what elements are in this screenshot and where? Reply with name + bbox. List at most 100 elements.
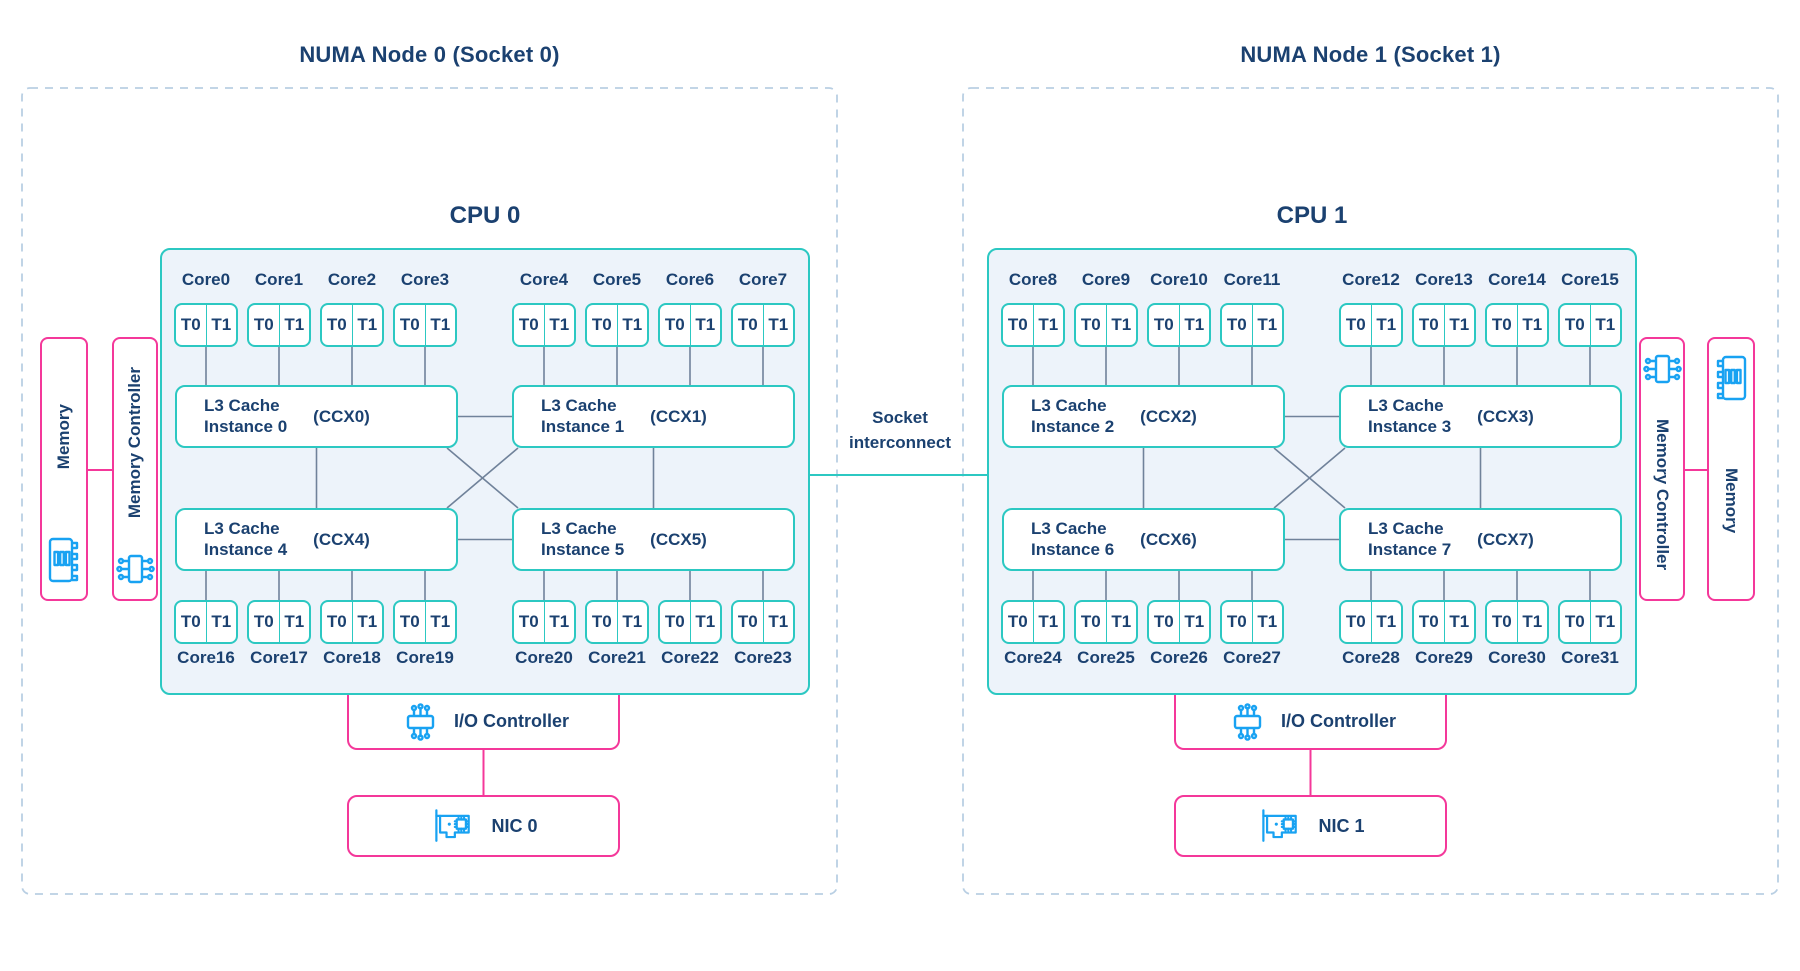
ccx-tag: (CCX6) [1140, 529, 1197, 549]
core-label: Core30 [1488, 648, 1546, 667]
l3-cache-label-line1: L3 Cache [1368, 518, 1444, 538]
core-label: Core22 [661, 648, 719, 667]
l3-cache-label-line1: L3 Cache [541, 395, 617, 415]
thread-cell-t1: T1 [1443, 602, 1475, 642]
core-thread-box: T0 T1 [1339, 600, 1403, 644]
core-thread-box: T0 T1 [731, 303, 795, 347]
nic-box-node0: NIC 0 [347, 795, 620, 857]
core-label: Core9 [1081, 270, 1131, 289]
core-thread-box: T0 T1 [247, 600, 311, 644]
thread-cell-t1: T1 [616, 602, 648, 642]
ccx-tag: (CCX1) [650, 406, 707, 426]
core-label: Core24 [1004, 648, 1062, 667]
thread-cell-t0: T0 [1226, 612, 1247, 631]
thread-cell-t0: T0 [326, 612, 347, 631]
thread-cell-t0: T0 [591, 315, 612, 334]
thread-cell-t0: T0 [737, 612, 758, 631]
l3-cache-label-line2: Instance 0 [204, 416, 288, 436]
thread-cell-t0: T0 [1226, 315, 1247, 334]
core-label: Core0 [181, 270, 231, 289]
core-label: Core25 [1077, 648, 1135, 667]
core-thread-box: T0 T1 [658, 303, 722, 347]
core-thread-box: T0 T1 [1220, 303, 1284, 347]
l3-cache-ccx-box: L3 Cache Instance 7 (CCX7) [1339, 508, 1622, 571]
thread-cell-t0: T0 [1080, 612, 1101, 631]
l3-cache-ccx-box: L3 Cache Instance 6 (CCX6) [1002, 508, 1285, 571]
thread-cell-t0: T0 [180, 612, 201, 631]
thread-cell-t0: T0 [518, 315, 539, 334]
core-thread-box: T0 T1 [1074, 600, 1138, 644]
thread-cell-t1: T1 [1443, 305, 1475, 345]
thread-cell-t1: T1 [543, 305, 575, 345]
thread-cell-t0: T0 [1564, 612, 1585, 631]
ram-icon [1713, 353, 1749, 403]
core-thread-box: T0 T1 [1147, 600, 1211, 644]
l3-cache-label-line2: Instance 1 [541, 416, 625, 436]
thread-cell-t1: T1 [424, 602, 456, 642]
l3-cache-label-line1: L3 Cache [204, 518, 280, 538]
l3-cache-ccx-box: L3 Cache Instance 5 (CCX5) [512, 508, 795, 571]
core-label: Core13 [1415, 270, 1473, 289]
l3-cache-label-line2: Instance 7 [1368, 539, 1452, 559]
thread-cell-t0: T0 [399, 315, 420, 334]
socket-interconnect-label: Socket interconnect [840, 406, 960, 455]
thread-cell-t1: T1 [278, 602, 310, 642]
io-controller-label: I/O Controller [453, 711, 569, 731]
l3-cache-ccx-box: L3 Cache Instance 1 (CCX1) [512, 385, 795, 448]
chip-icon [115, 547, 155, 591]
core-label: Core4 [519, 270, 569, 289]
numa-node-0-title: NUMA Node 0 (Socket 0) [299, 42, 560, 67]
thread-cell-t0: T0 [180, 315, 201, 334]
thread-cell-t1: T1 [1251, 602, 1283, 642]
core-thread-box: T0 T1 [585, 600, 649, 644]
thread-cell-t1: T1 [1251, 305, 1283, 345]
socket-interconnect-line2: interconnect [848, 432, 952, 452]
ccx-tag: (CCX3) [1477, 406, 1534, 426]
io-controller-label: I/O Controller [1280, 711, 1396, 731]
core-thread-box: T0 T1 [1001, 600, 1065, 644]
core-label: Core26 [1150, 648, 1208, 667]
memory-controller-label: Memory Controller [1653, 419, 1672, 571]
core-thread-box: T0 T1 [1412, 303, 1476, 347]
nic-icon [429, 805, 477, 847]
thread-cell-t1: T1 [205, 602, 237, 642]
thread-cell-t1: T1 [1589, 602, 1621, 642]
ccx-tag: (CCX4) [313, 529, 370, 549]
core-label: Core6 [665, 270, 715, 289]
thread-cell-t1: T1 [1105, 305, 1137, 345]
thread-cell-t1: T1 [689, 305, 721, 345]
thread-cell-t1: T1 [1589, 305, 1621, 345]
io-chip-icon [1225, 702, 1269, 742]
thread-cell-t0: T0 [1153, 315, 1174, 334]
l3-cache-ccx-box: L3 Cache Instance 4 (CCX4) [175, 508, 458, 571]
io-controller-box-node0: I/O Controller [347, 695, 620, 750]
core-label: Core17 [250, 648, 308, 667]
core-thread-box: T0 T1 [320, 600, 384, 644]
thread-cell-t0: T0 [1491, 315, 1512, 334]
core-label: Core16 [177, 648, 235, 667]
thread-cell-t0: T0 [253, 612, 274, 631]
core-label: Core19 [396, 648, 454, 667]
memory-controller-box-node1: Memory Controller [1639, 337, 1685, 601]
core-label: Core8 [1008, 270, 1058, 289]
core-thread-box: T0 T1 [393, 600, 457, 644]
l3-cache-ccx-box: L3 Cache Instance 0 (CCX0) [175, 385, 458, 448]
thread-cell-t1: T1 [1178, 602, 1210, 642]
core-thread-box: T0 T1 [393, 303, 457, 347]
core-label: Core3 [400, 270, 450, 289]
numa-node-1-title: NUMA Node 1 (Socket 1) [1240, 42, 1501, 67]
core-label: Core23 [734, 648, 792, 667]
thread-cell-t0: T0 [1564, 315, 1585, 334]
core-thread-box: T0 T1 [1558, 303, 1622, 347]
thread-cell-t1: T1 [762, 602, 794, 642]
l3-cache-label-line1: L3 Cache [1031, 518, 1107, 538]
core-thread-box: T0 T1 [512, 600, 576, 644]
ccx-tag: (CCX2) [1140, 406, 1197, 426]
ccx-tag: (CCX0) [313, 406, 370, 426]
core-thread-box: T0 T1 [1001, 303, 1065, 347]
memory-label: Memory [54, 404, 73, 470]
core-label: Core28 [1342, 648, 1400, 667]
core-label: Core31 [1561, 648, 1619, 667]
io-chip-icon [398, 702, 442, 742]
